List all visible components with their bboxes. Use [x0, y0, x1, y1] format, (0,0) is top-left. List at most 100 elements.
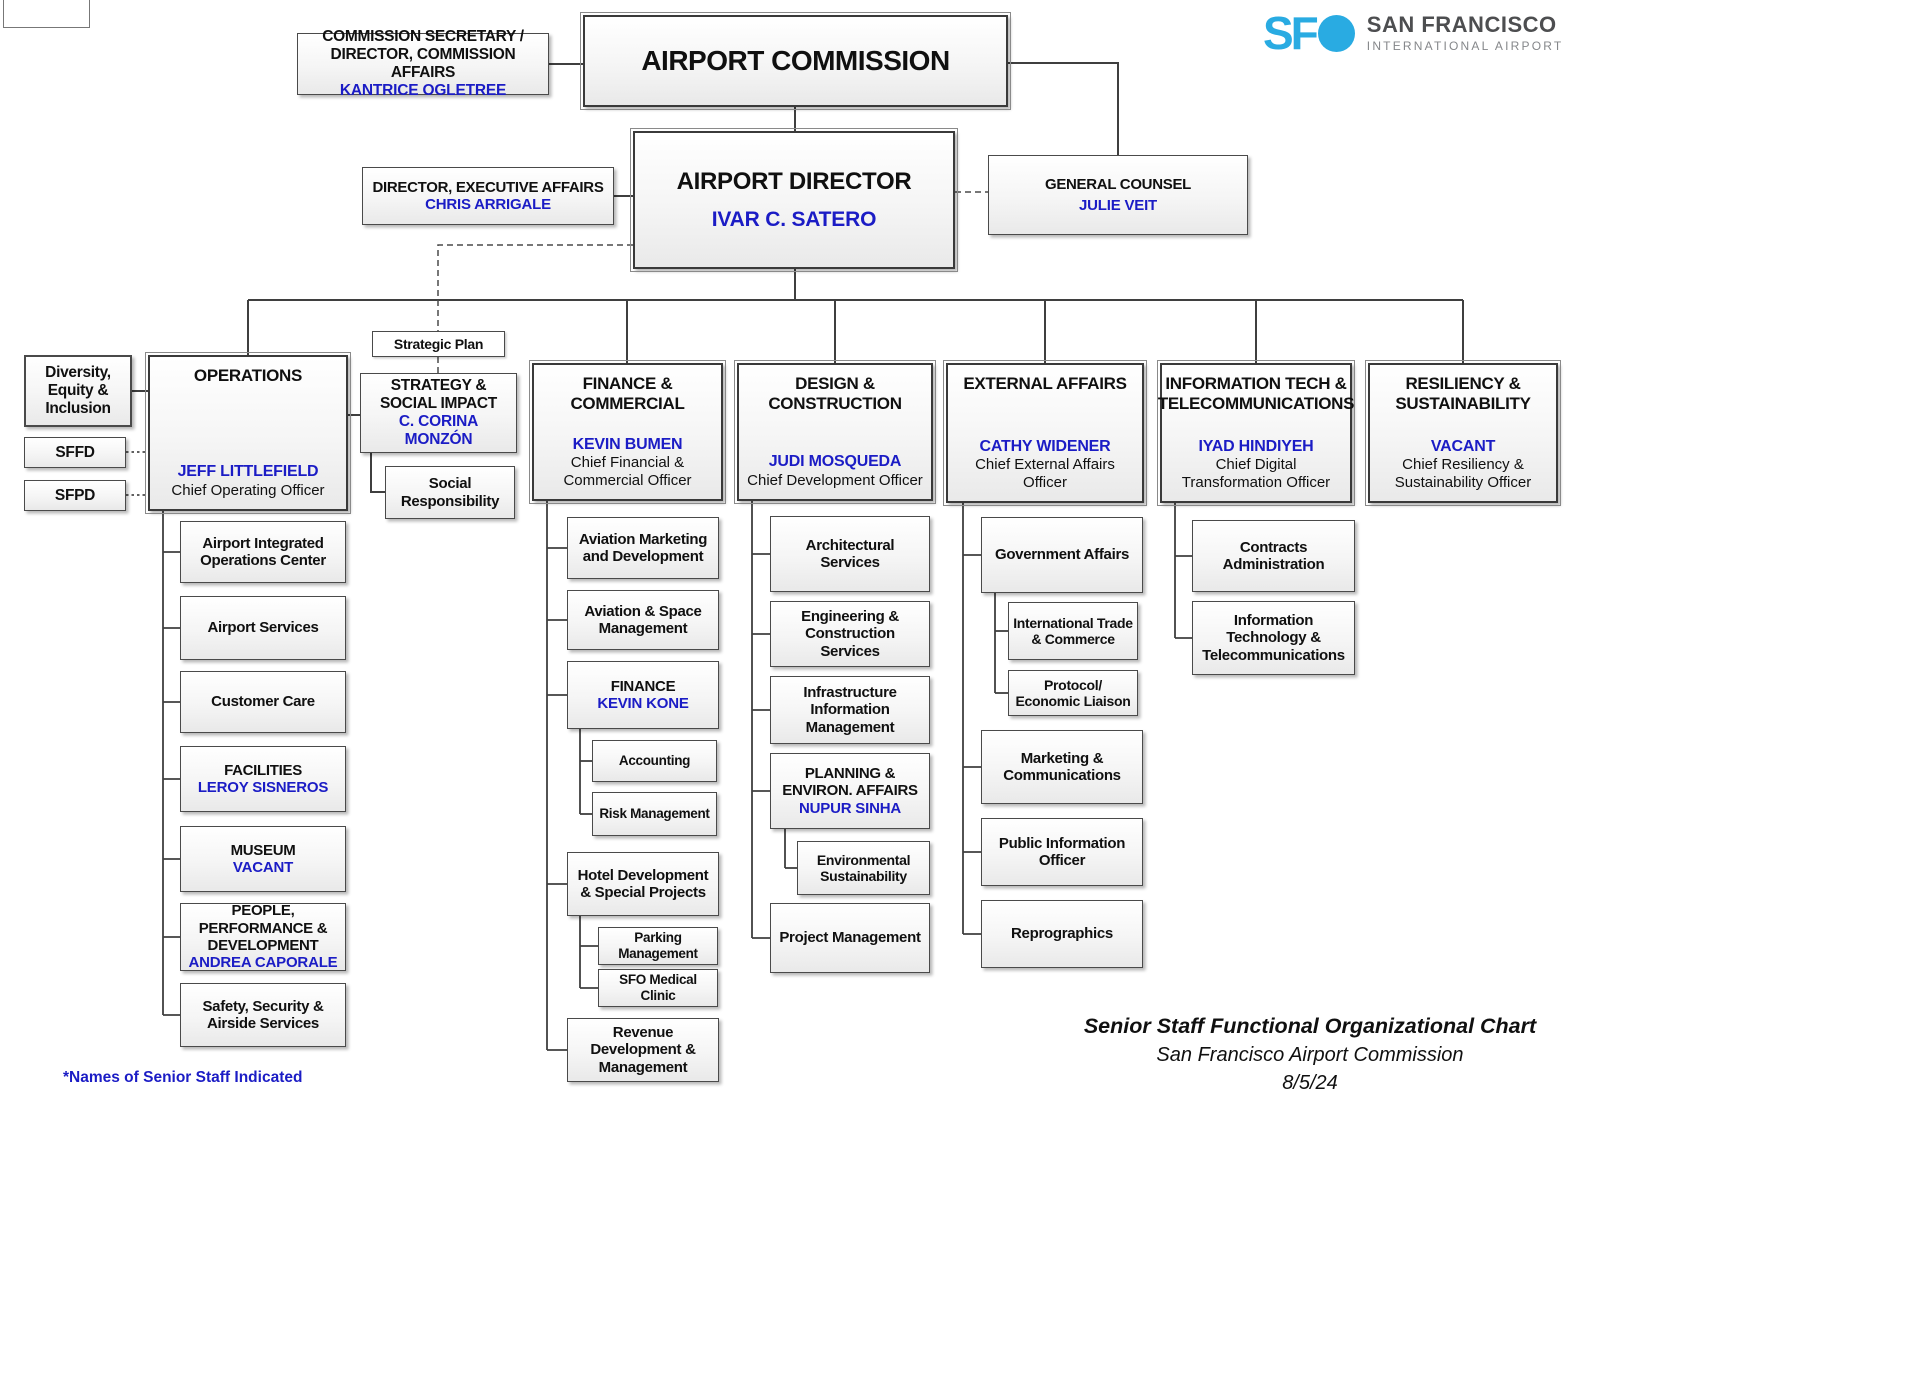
box-people-performance: PEOPLE, PERFORMANCE & DEVELOPMENT ANDREA… [180, 902, 346, 972]
facilities-name: LEROY SISNEROS [197, 779, 329, 796]
international-trade-title: International Trade & Commerce [1013, 614, 1133, 647]
strategy-title: STRATEGY & SOCIAL IMPACT [380, 377, 497, 413]
box-protocol-liaison: Protocol/ Economic Liaison [1008, 670, 1138, 716]
airport-commission-title: AIRPORT COMMISSION [641, 44, 950, 76]
external-affairs-name: CATHY WIDENER [979, 437, 1111, 455]
design-construction-title: DESIGN & CONSTRUCTION [768, 374, 902, 413]
social-responsibility-title: Social Responsibility [400, 475, 500, 510]
reprographics-title: Reprographics [1011, 925, 1113, 943]
accounting-title: Accounting [618, 753, 691, 769]
box-aviation-space: Aviation & Space Management [567, 590, 719, 650]
resiliency-role: Chief Resiliency & Sustainability Office… [1394, 456, 1532, 491]
box-airport-services: Airport Services [180, 596, 346, 660]
airport-director-name: IVAR C. SATERO [711, 207, 877, 231]
sfo-medical-clinic-title: SFO Medical Clinic [619, 972, 697, 1003]
external-affairs-role: Chief External Affairs Officer [975, 456, 1115, 491]
facilities-title: FACILITIES [224, 761, 302, 779]
strategic-plan-title: Strategic Plan [393, 335, 484, 352]
sfo-logo-subtitle: INTERNATIONAL AIRPORT [1366, 39, 1564, 54]
project-management-title: Project Management [779, 929, 921, 947]
information-tech-title: INFORMATION TECH & TELECOMMUNICATIONS [1157, 374, 1355, 413]
resiliency-title: RESILIENCY & SUSTAINABILITY [1395, 374, 1531, 413]
box-it-telecom: Information Technology & Telecommunicati… [1192, 601, 1355, 675]
finance-commercial-role: Chief Financial & Commercial Officer [563, 454, 692, 489]
box-resiliency: RESILIENCY & SUSTAINABILITY VACANT Chief… [1365, 360, 1561, 506]
box-government-affairs: Government Affairs [981, 517, 1143, 593]
box-international-trade: International Trade & Commerce [1008, 602, 1138, 660]
contracts-administration-title: Contracts Administration [1222, 538, 1325, 573]
exec-affairs-name: CHRIS ARRIGALE [425, 196, 551, 213]
environmental-sustainability-title: Environmental Sustainability [816, 851, 911, 884]
box-customer-care: Customer Care [180, 671, 346, 733]
box-finance-commercial: FINANCE & COMMERCIAL KEVIN BUMEN Chief F… [529, 360, 726, 504]
box-risk-management: Risk Management [592, 792, 717, 836]
airport-services-title: Airport Services [207, 619, 319, 637]
box-sfpd: SFPD [24, 480, 126, 511]
airport-integrated-ops-title: Airport Integrated Operations Center [200, 534, 326, 569]
parking-management-title: Parking Management [618, 930, 698, 961]
information-tech-name: IYAD HINDIYEH [1198, 437, 1314, 455]
dei-title: Diversity, Equity & Inclusion [45, 364, 111, 417]
connectors-external-branch [962, 503, 1008, 935]
box-marketing-communications: Marketing & Communications [981, 730, 1143, 804]
box-airport-director: AIRPORT DIRECTOR IVAR C. SATERO [630, 128, 958, 272]
operations-role: Chief Operating Officer [171, 481, 325, 499]
box-finance: FINANCE KEVIN KONE [567, 661, 719, 729]
sffd-title: SFFD [55, 443, 95, 461]
aviation-marketing-title: Aviation Marketing and Development [578, 530, 708, 565]
sfo-logo-mark: SF [1263, 10, 1355, 56]
footnote: *Names of Senior Staff Indicated [63, 1069, 303, 1086]
connectors-design-branch [751, 501, 797, 939]
box-parking-management: Parking Management [598, 927, 718, 965]
external-affairs-title: EXTERNAL AFFAIRS [963, 374, 1127, 393]
box-design-construction: DESIGN & CONSTRUCTION JUDI MOSQUEDA Chie… [734, 360, 936, 504]
aviation-space-title: Aviation & Space Management [584, 602, 702, 637]
box-reprographics: Reprographics [981, 900, 1143, 968]
box-hotel-development: Hotel Development & Special Projects [567, 852, 719, 916]
corner-fragment-box [3, 0, 90, 28]
connectors-it-branch [1174, 503, 1192, 639]
museum-name: VACANT [232, 859, 294, 876]
planning-environ-name: NUPUR SINHA [799, 799, 901, 817]
airport-director-title: AIRPORT DIRECTOR [676, 167, 912, 195]
box-project-management: Project Management [770, 903, 930, 973]
infrastructure-info-title: Infrastructure Information Management [803, 683, 897, 736]
it-telecom-title: Information Technology & Telecommunicati… [1202, 611, 1345, 664]
box-museum: MUSEUM VACANT [180, 826, 346, 892]
box-strategy-social-impact: STRATEGY & SOCIAL IMPACT C. CORINA MONZÓ… [360, 373, 517, 453]
box-airport-commission: AIRPORT COMMISSION [580, 12, 1011, 110]
chart-caption: Senior Staff Functional Organizational C… [1030, 1014, 1590, 1095]
connectors-solid [132, 62, 1464, 493]
caption-title: Senior Staff Functional Organizational C… [1083, 1014, 1537, 1038]
design-construction-name: JUDI MOSQUEDA [768, 453, 902, 471]
operations-name: JEFF LITTLEFIELD [177, 463, 319, 481]
box-safety-security: Safety, Security & Airside Services [180, 983, 346, 1047]
people-performance-name: ANDREA CAPORALE [188, 954, 338, 972]
box-public-information: Public Information Officer [981, 818, 1143, 886]
box-infrastructure-info: Infrastructure Information Management [770, 676, 930, 744]
caption-subtitle: San Francisco Airport Commission [1156, 1044, 1464, 1066]
protocol-liaison-title: Protocol/ Economic Liaison [1015, 676, 1131, 709]
marketing-communications-title: Marketing & Communications [1003, 749, 1121, 784]
strategy-name: C. CORINA MONZÓN [398, 413, 479, 448]
risk-management-title: Risk Management [599, 806, 710, 822]
hotel-development-title: Hotel Development & Special Projects [577, 866, 709, 901]
box-sffd: SFFD [24, 437, 126, 468]
customer-care-title: Customer Care [211, 693, 315, 711]
box-information-tech: INFORMATION TECH & TELECOMMUNICATIONS IY… [1157, 360, 1355, 506]
finance-title: FINANCE [610, 677, 676, 695]
engineering-construction-title: Engineering & Construction Services [801, 607, 899, 660]
box-aviation-marketing: Aviation Marketing and Development [567, 517, 719, 579]
design-construction-role: Chief Development Officer [747, 471, 923, 489]
box-social-responsibility: Social Responsibility [385, 466, 515, 519]
commission-secretary-title: COMMISSION SECRETARY / DIRECTOR, COMMISS… [322, 28, 524, 81]
box-environmental-sustainability: Environmental Sustainability [797, 841, 930, 895]
sfo-logo: SF SAN FRANCISCO INTERNATIONAL AIRPORT [1263, 10, 1563, 56]
operations-title: OPERATIONS [193, 366, 303, 385]
museum-title: MUSEUM [230, 841, 296, 859]
general-counsel-title: GENERAL COUNSEL [1044, 175, 1192, 193]
sfo-logo-text: SAN FRANCISCO INTERNATIONAL AIRPORT [1366, 12, 1564, 54]
finance-name: KEVIN KONE [597, 695, 689, 712]
